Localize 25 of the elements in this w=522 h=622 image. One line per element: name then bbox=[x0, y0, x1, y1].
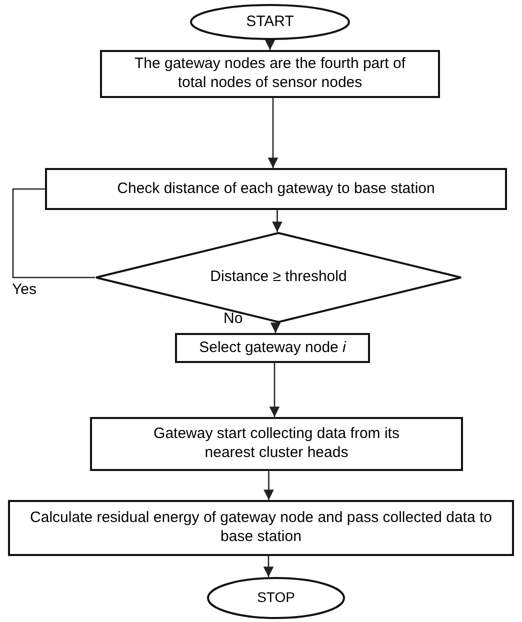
node-text: Select gateway node i bbox=[199, 338, 346, 358]
node-text: The gateway nodes are the fourth part of total nodes of sensor nodes bbox=[133, 55, 406, 93]
process-box bbox=[8, 500, 514, 556]
process-box bbox=[45, 168, 507, 210]
arrow bbox=[272, 210, 282, 232]
node-text: START bbox=[246, 12, 294, 32]
arrow bbox=[264, 40, 276, 50]
connector-line bbox=[12, 188, 95, 278]
node-text: STOP bbox=[257, 589, 295, 607]
arrow bbox=[269, 363, 280, 417]
arrow bbox=[268, 98, 278, 168]
terminal-oval bbox=[207, 577, 345, 619]
arrow bbox=[264, 471, 274, 500]
node-text: Gateway start collecting data from its nearest cluster heads bbox=[152, 425, 400, 463]
arrow bbox=[263, 556, 274, 577]
process-box bbox=[175, 333, 370, 363]
node-text: Calculate residual energy of gateway node and pass collected data to base station bbox=[29, 509, 493, 547]
arrow bbox=[270, 322, 281, 333]
node-text: Distance ≥ threshold bbox=[210, 268, 347, 287]
edge-label: Yes bbox=[12, 282, 36, 296]
decision-diamond bbox=[95, 232, 462, 323]
terminal-oval bbox=[190, 4, 350, 40]
process-box bbox=[90, 417, 463, 471]
process-box bbox=[100, 50, 440, 98]
node-text: Check distance of each gateway to base station bbox=[117, 180, 435, 198]
